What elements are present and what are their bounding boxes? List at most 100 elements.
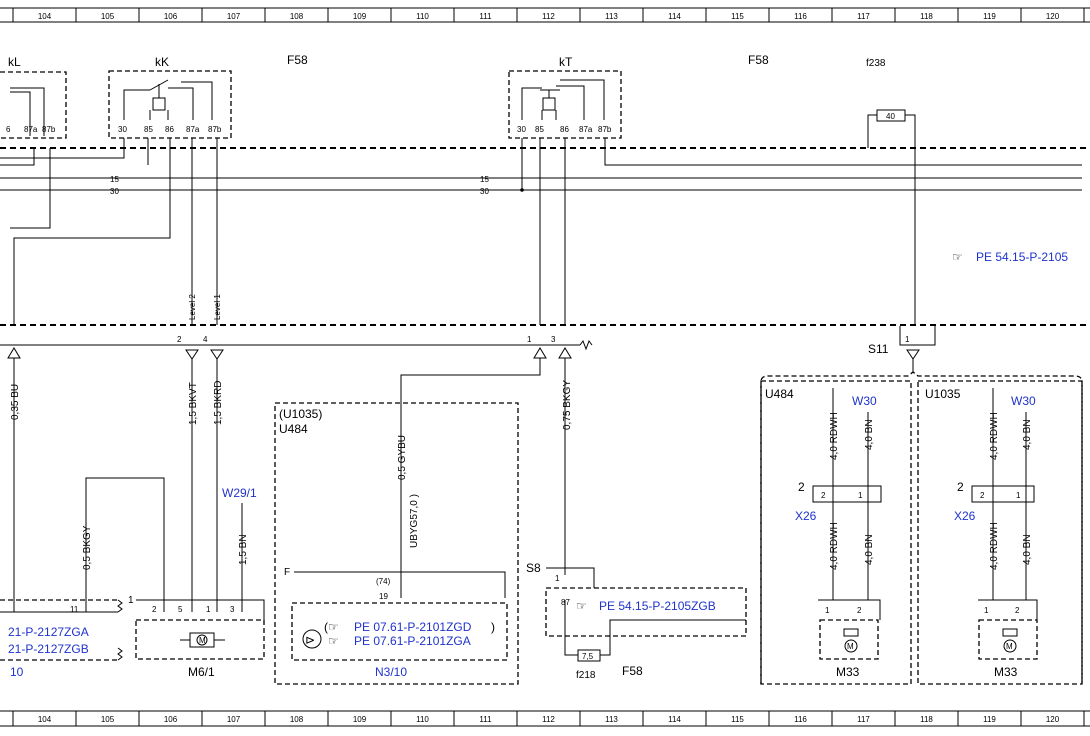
- s8-label: S8: [526, 561, 541, 575]
- svg-text:87b: 87b: [42, 125, 56, 134]
- svg-text:1: 1: [527, 335, 532, 344]
- ruler-column-label: 110: [416, 715, 429, 724]
- x26-link-a[interactable]: X26: [795, 509, 817, 523]
- ruler-column-label: 105: [101, 12, 115, 21]
- break-mark: [579, 339, 593, 351]
- w29-1-link[interactable]: W29/1: [222, 486, 257, 500]
- ruler-column-label: 108: [290, 12, 304, 21]
- wire-label-15bkrd: 1,5 BKRD: [213, 381, 224, 425]
- svg-text:86: 86: [560, 125, 569, 134]
- pe-07-zgd-link[interactable]: PE 07.61-P-2101ZGD: [354, 620, 472, 634]
- ruler-column-label: 107: [227, 715, 241, 724]
- ref-10-link[interactable]: 10: [10, 665, 24, 679]
- svg-text:1: 1: [128, 595, 134, 606]
- rail-30-label-2: 30: [480, 187, 489, 196]
- ruler-column-label: 109: [353, 715, 367, 724]
- ruler-column-label: 108: [290, 715, 304, 724]
- relay-kK-label: kK: [155, 55, 169, 69]
- u484-label-a: U484: [279, 422, 308, 436]
- svg-text:2: 2: [957, 480, 964, 494]
- pe-ref-top[interactable]: ☞ PE 54.15-P-2105: [952, 250, 1068, 264]
- m33-assembly-u484: U484 W30 4,0 RDWH 4,0 BN 2 2 1 X26 4,0 R…: [760, 380, 912, 685]
- svg-text:87a: 87a: [579, 125, 593, 134]
- svg-text:87a: 87a: [186, 125, 200, 134]
- ruler-column-label: 113: [605, 715, 618, 724]
- rail-15-label-2: 15: [480, 175, 489, 184]
- m6-1-label: M6/1: [188, 665, 215, 679]
- svg-text:3: 3: [230, 605, 235, 614]
- relay-kT: kT 30 85 86 87a 87b: [508, 55, 1082, 325]
- pe-54-zgb-link[interactable]: PE 54.15-P-2105ZGB: [599, 599, 716, 613]
- ruler-column-label: 111: [479, 715, 492, 724]
- svg-text:2: 2: [798, 480, 805, 494]
- ruler-column-label: 118: [920, 715, 933, 724]
- x26-link-b[interactable]: X26: [954, 509, 976, 523]
- wire-label-035bu: 0,35 BU: [10, 384, 21, 420]
- motor-icon-a: M: [847, 642, 854, 651]
- ruler-column-label: 109: [353, 12, 367, 21]
- component-n3-10: (U1035) U484 F (74) 19 ⊳ (☞ PE 07.61-P-2…: [274, 402, 519, 685]
- svg-text:4,0 RDWH: 4,0 RDWH: [989, 522, 1000, 570]
- svg-text:1: 1: [555, 574, 560, 583]
- svg-text:1: 1: [1016, 491, 1021, 500]
- w30-link-b[interactable]: W30: [1011, 394, 1036, 408]
- pe-07-zga-link[interactable]: PE 07.61-P-2101ZGA: [354, 634, 471, 648]
- svg-text:87a: 87a: [24, 125, 38, 134]
- hand-pointer-icon: ☞: [952, 250, 963, 264]
- u1035-label-b: U1035: [925, 387, 961, 401]
- relay-kL: kL 6 87a 87b: [0, 55, 67, 229]
- svg-text:4,0 BN: 4,0 BN: [864, 419, 875, 450]
- ruler-column-label: 118: [920, 12, 933, 21]
- svg-text:87: 87: [561, 598, 570, 607]
- m33-label-a: M33: [836, 665, 860, 679]
- svg-text:2: 2: [980, 491, 985, 500]
- svg-text:1: 1: [206, 605, 211, 614]
- svg-text:F: F: [284, 567, 290, 578]
- svg-text:(74): (74): [376, 577, 391, 586]
- transistor-icon: ⊳: [305, 633, 315, 647]
- relay-kT-label: kT: [559, 55, 573, 69]
- f238-label: f238: [866, 58, 886, 69]
- svg-text:5: 5: [178, 605, 183, 614]
- svg-text:87b: 87b: [598, 125, 612, 134]
- svg-text:1: 1: [825, 606, 830, 615]
- wire-label-15bn: 1,5 BN: [238, 534, 249, 565]
- svg-text:86: 86: [165, 125, 174, 134]
- fuse-f238: f238 40: [866, 58, 916, 325]
- w30-link-a[interactable]: W30: [852, 394, 877, 408]
- svg-text:4: 4: [203, 335, 208, 344]
- ruler-column-label: 114: [668, 12, 681, 21]
- level-1-label: Level 1: [213, 294, 222, 320]
- ruler-column-label: 112: [542, 12, 555, 21]
- ruler-column-label: 112: [542, 715, 555, 724]
- rail-30-label: 30: [110, 187, 119, 196]
- svg-text:4,0 BN: 4,0 BN: [1022, 534, 1033, 565]
- connector-s8: S8 1 87 ☞ PE 54.15-P-2105ZGB 7,5 f218 F5…: [526, 561, 747, 681]
- pe-ref-top-link[interactable]: PE 54.15-P-2105: [976, 250, 1068, 264]
- svg-text:4,0 BN: 4,0 BN: [864, 534, 875, 565]
- ref-zga-link[interactable]: 21-P-2127ZGA: [8, 625, 89, 639]
- svg-text:85: 85: [144, 125, 153, 134]
- u484-label-b: U484: [765, 387, 794, 401]
- ref-zgb-link[interactable]: 21-P-2127ZGB: [8, 642, 89, 656]
- svg-text:2: 2: [857, 606, 862, 615]
- ruler-column-label: 115: [731, 715, 744, 724]
- svg-text:11: 11: [70, 605, 79, 614]
- svg-text:): ): [491, 620, 495, 634]
- ruler-column-label: 116: [794, 12, 807, 21]
- ruler-column-label: 116: [794, 715, 807, 724]
- ruler-column-label: 117: [857, 12, 870, 21]
- svg-text:2: 2: [821, 491, 826, 500]
- n3-10-link[interactable]: N3/10: [375, 665, 407, 679]
- svg-text:87b: 87b: [208, 125, 222, 134]
- ruler-column-label: 117: [857, 715, 870, 724]
- svg-text:4,0 RDWH: 4,0 RDWH: [829, 522, 840, 570]
- svg-text:6: 6: [6, 125, 11, 134]
- ruler-column-label: 105: [101, 715, 115, 724]
- level-2-label: Level 2: [188, 294, 197, 320]
- hand-pointer-icon-zga: ☞: [328, 634, 339, 648]
- ruler-column-label: 114: [668, 715, 681, 724]
